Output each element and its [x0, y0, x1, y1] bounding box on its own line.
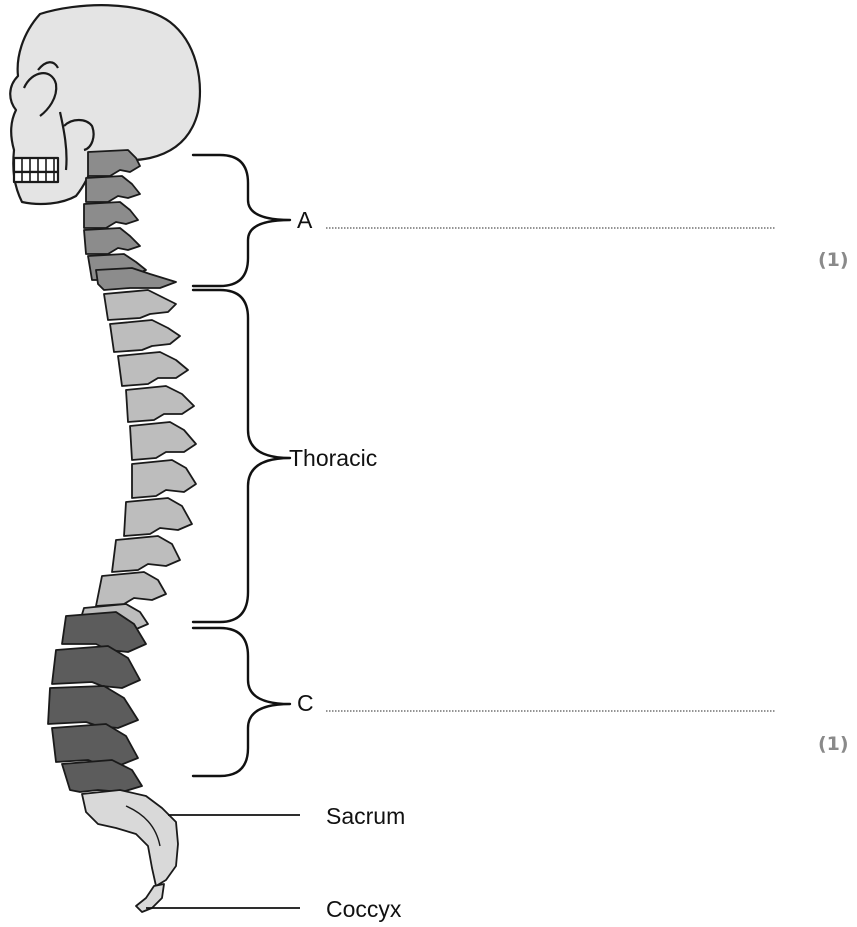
cervical-vertebrae — [84, 150, 176, 290]
thoracic-vertebra — [118, 352, 188, 386]
thoracic-vertebra — [124, 498, 192, 536]
lumbar-vertebra — [48, 686, 138, 728]
marks-question-a: (1) — [818, 249, 849, 271]
brace-a — [193, 155, 290, 286]
label-region-c: C — [297, 690, 314, 716]
lumbar-vertebra — [62, 760, 142, 792]
thoracic-vertebra — [110, 320, 180, 352]
label-coccyx: Coccyx — [326, 896, 402, 922]
thoracic-vertebrae — [76, 290, 196, 634]
sacrum-bone — [82, 790, 178, 886]
cervical-vertebra — [84, 202, 138, 228]
region-braces — [193, 155, 290, 776]
cervical-vertebra — [84, 228, 140, 254]
label-sacrum: Sacrum — [326, 803, 405, 829]
answer-lines — [326, 228, 776, 711]
thoracic-vertebra — [130, 422, 196, 460]
thoracic-vertebra — [112, 536, 180, 572]
cervical-vertebra — [88, 150, 140, 176]
thoracic-vertebra — [104, 290, 176, 320]
lower-teeth — [14, 172, 58, 182]
brace-c — [193, 628, 290, 776]
thoracic-vertebra — [96, 572, 166, 606]
thoracic-vertebra — [126, 386, 194, 422]
sacrum-coccyx — [82, 790, 178, 912]
thoracic-vertebra — [132, 460, 196, 498]
upper-teeth — [14, 158, 58, 172]
lumbar-vertebrae — [48, 612, 146, 792]
cervical-vertebra — [96, 268, 176, 290]
cervical-vertebra — [86, 176, 140, 202]
marks-question-c: (1) — [818, 733, 849, 755]
lumbar-vertebra — [52, 724, 138, 766]
label-thoracic: Thoracic — [289, 445, 377, 471]
label-region-a: A — [297, 207, 313, 233]
brace-thoracic — [193, 290, 290, 622]
